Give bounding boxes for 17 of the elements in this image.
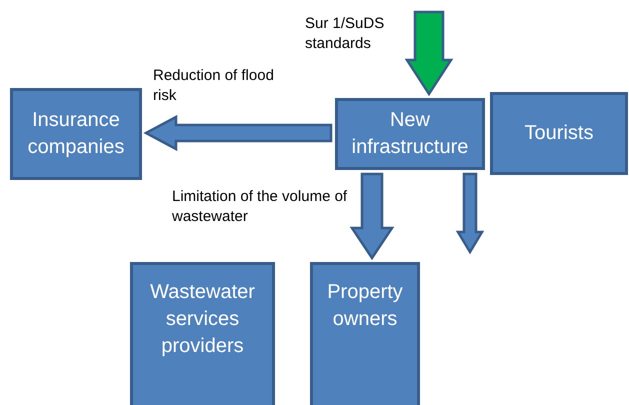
node-label: Wastewater services providers	[149, 280, 256, 359]
node-label: Tourists	[524, 121, 594, 146]
process-box	[335, 98, 485, 170]
block-arrow	[350, 172, 394, 260]
block-arrow	[456, 172, 484, 254]
edge-label: Reduction of flood risk	[153, 66, 275, 105]
edge-label: Limitation of the volume of wastewater	[172, 187, 348, 226]
node-label: Insurance companies	[26, 108, 126, 160]
stakeholder-box	[10, 88, 142, 180]
edge-label: Sur 1/SuDS standards	[305, 14, 386, 53]
stakeholder-box	[490, 92, 628, 175]
stakeholder-box	[130, 262, 275, 405]
block-arrow	[143, 114, 332, 152]
block-arrow	[404, 10, 454, 96]
stakeholder-box	[310, 262, 420, 405]
node-label: New infrastructure	[350, 108, 470, 160]
node-label: Property owners	[326, 280, 404, 332]
